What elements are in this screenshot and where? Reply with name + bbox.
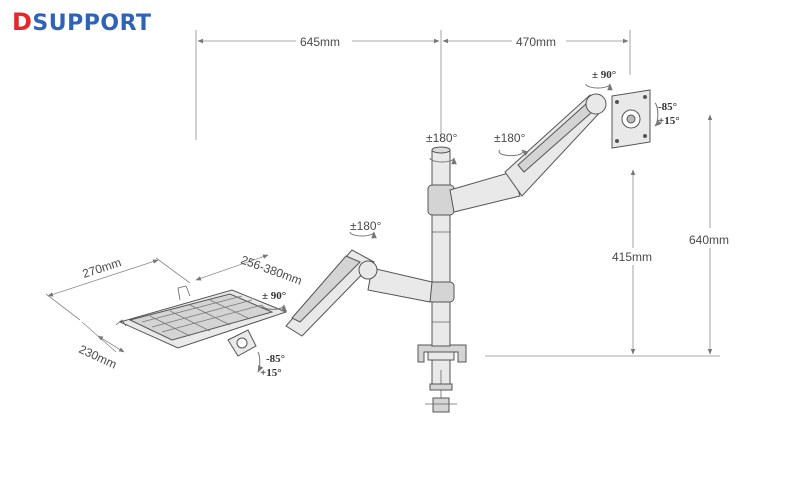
dimension-tray — [45, 254, 269, 353]
rotation-arrows — [257, 83, 662, 373]
width-left-label: 645mm — [300, 35, 340, 49]
right-arm-rotation-label: ±180° — [494, 131, 526, 145]
right-tilt-up-label: -85° — [658, 101, 677, 113]
dimension-right — [485, 114, 720, 357]
brand-logo-d: D — [12, 8, 33, 36]
left-arm-rotation-label: ±180° — [350, 219, 382, 233]
pole-rotation-label: ±180° — [426, 131, 458, 145]
right-tilt-down-label: +15° — [658, 115, 680, 127]
height-pole-label: 415mm — [612, 250, 652, 264]
tray-width-label: 270mm — [81, 255, 123, 281]
dimension-top — [195, 30, 631, 140]
right-arm — [449, 93, 607, 213]
tray-depth-label: 230mm — [77, 342, 119, 372]
left-tilt-up-label: -85° — [266, 353, 285, 365]
left-arm — [285, 249, 433, 337]
right-vesa-plate — [611, 89, 651, 149]
desk-clamp — [417, 344, 467, 413]
right-head-rotation-label: ± 90° — [592, 69, 616, 81]
brand-logo-text: SUPPORT — [32, 11, 152, 36]
left-head-rotation-label: ± 90° — [262, 290, 286, 302]
pole — [427, 146, 455, 347]
height-total-label: 640mm — [689, 233, 729, 247]
left-tilt-down-label: +15° — [260, 367, 282, 379]
width-right-label: 470mm — [516, 35, 556, 49]
brand-logo: DSUPPORT — [12, 10, 152, 35]
tray-range-label: 256-380mm — [239, 253, 304, 288]
laptop-tray — [115, 285, 288, 357]
